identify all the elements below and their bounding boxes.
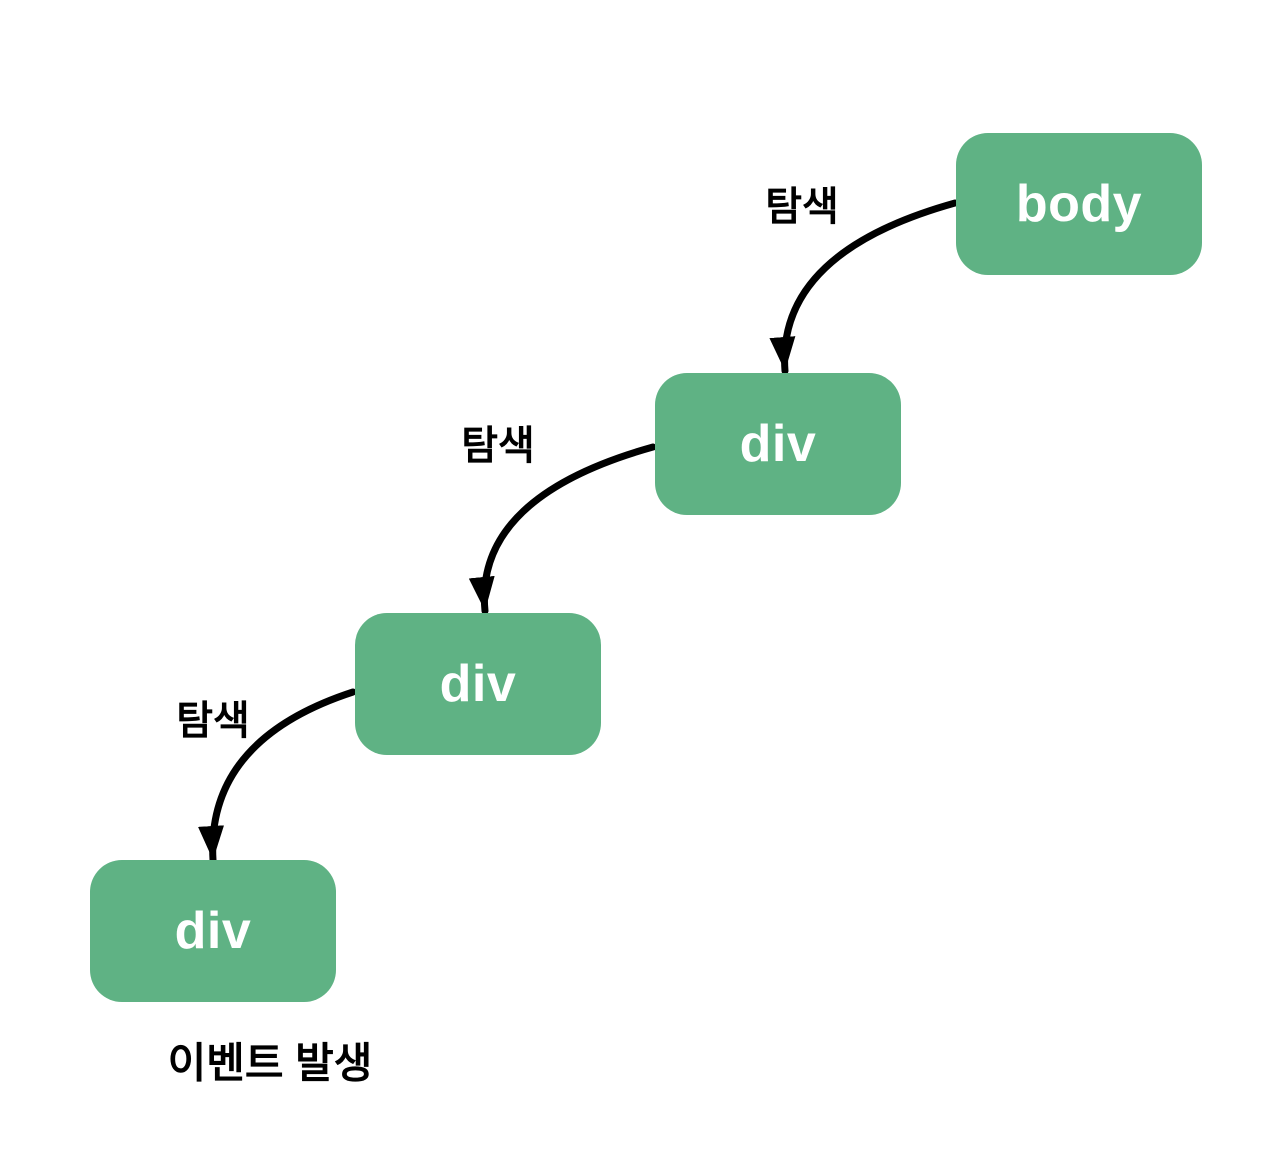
edge-label-traverse-1: 탐색 xyxy=(765,185,839,229)
edge-label-traverse-2: 탐색 xyxy=(461,424,535,468)
node-div-outer: div xyxy=(655,373,901,515)
traverse-arrow-div1-to-div2 xyxy=(468,443,657,615)
node-body-label: body xyxy=(1015,175,1143,233)
traverse-arrow-body-to-div1 xyxy=(769,199,959,375)
node-div-middle-label: div xyxy=(439,655,517,713)
node-body: body xyxy=(956,133,1202,275)
node-div-target: div xyxy=(90,860,336,1002)
node-div-outer-label: div xyxy=(739,415,817,473)
node-div-middle: div xyxy=(355,613,601,755)
caption-event-origin: 이벤트 발생 xyxy=(167,1039,373,1087)
edge-label-traverse-3: 탐색 xyxy=(176,699,250,743)
traverse-arrow-div2-to-div3 xyxy=(198,688,357,864)
node-div-target-label: div xyxy=(174,902,252,960)
